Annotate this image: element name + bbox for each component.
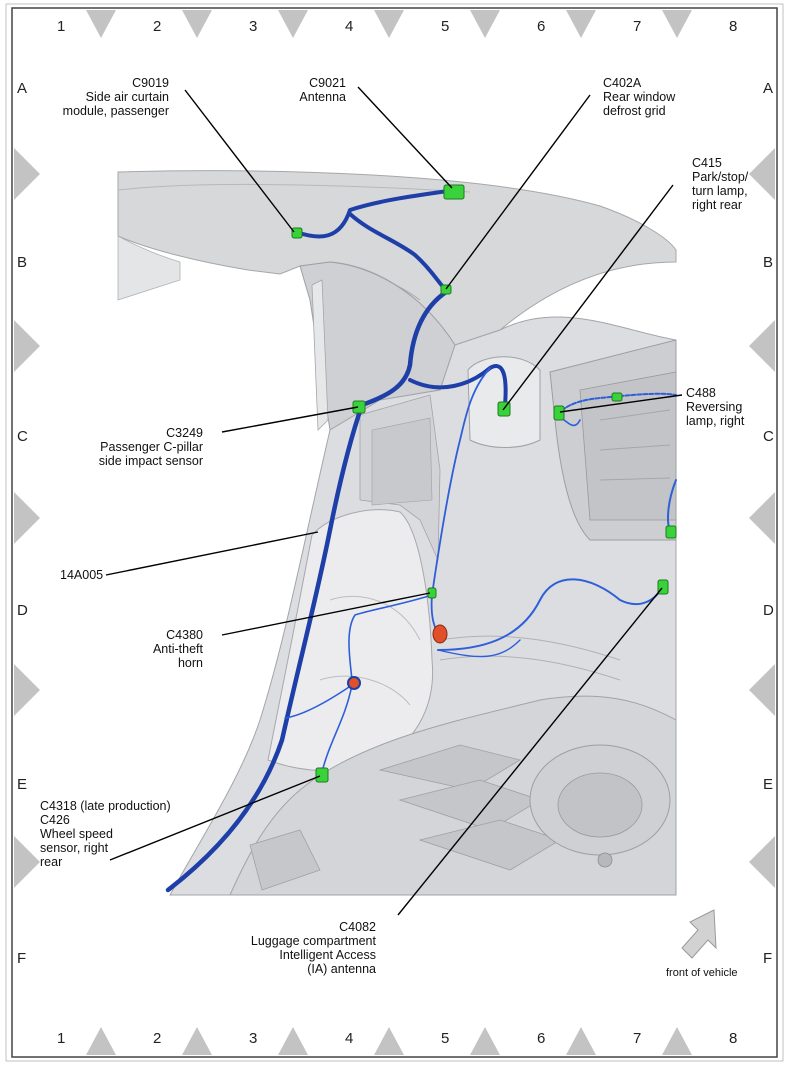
grommet [347,676,361,690]
connector-c488-b [611,392,623,402]
callout-c4082: C4082 Luggage compartment Intelligent Ac… [250,920,376,976]
front-of-vehicle-label: front of vehicle [666,967,738,979]
left-grid-markers [14,148,40,888]
grid-col-bottom-5: 5 [441,1030,450,1047]
callout-c9019: C9019 Side air curtain module, passenger [62,76,169,118]
connector-c4318 [315,767,329,783]
grid-row-left-d: D [17,602,28,619]
grid-row-right-c: C [763,428,774,445]
grid-col-bottom-2: 2 [153,1030,162,1047]
grid-col-bottom-6: 6 [537,1030,546,1047]
front-of-vehicle-arrow-icon [681,909,717,959]
leader-lines [105,86,683,916]
bottom-grid-markers [86,1027,692,1055]
callout-c415: C415 Park/stop/ turn lamp, right rear [692,156,749,212]
grid-row-right-b: B [763,254,774,271]
grid-col-top-4: 4 [345,18,354,35]
grid-row-right-f: F [763,950,773,967]
callout-14a005: 14A005 [60,568,104,582]
grid-col-bottom-8: 8 [729,1030,738,1047]
grid-row-left-b: B [17,254,28,271]
right-grid-markers [749,148,775,888]
grid-col-top-7: 7 [633,18,642,35]
grid-col-top-8: 8 [729,18,738,35]
grid-row-left-f: F [17,950,27,967]
callout-c488: C488 Reversing lamp, right [686,386,745,428]
grid-col-bottom-7: 7 [633,1030,642,1047]
grid-row-right-a: A [763,80,774,97]
grid-col-top-1: 1 [57,18,66,35]
vehicle-body-illustration [117,170,677,896]
grid-row-left-e: E [17,776,28,793]
wiring-harness [165,188,677,893]
callout-c402a: C402A Rear window defrost grid [603,76,676,118]
connector-c402a [440,284,452,295]
grid-row-right-d: D [763,602,774,619]
grid-col-top-5: 5 [441,18,450,35]
connector-rear-edge [665,525,677,539]
grid-col-top-2: 2 [153,18,162,35]
callout-c9021: C9021 Antenna [299,76,346,104]
callout-c3249: C3249 Passenger C-pillar side impact sen… [98,426,203,468]
connector-c488 [553,405,565,421]
grid-row-right-e: E [763,776,774,793]
grid-row-left-a: A [17,80,28,97]
grid-col-bottom-4: 4 [345,1030,354,1047]
grid-col-top-3: 3 [249,18,258,35]
diagram-border [11,7,778,1058]
grid-row-left-c: C [17,428,28,445]
callout-c4380: C4380 Anti-theft horn [152,628,203,670]
connector-c3249 [352,400,366,414]
callout-c4318: C4318 (late production) C426 Wheel speed… [40,799,171,869]
anti-theft-horn [432,624,448,644]
connector-c9021 [443,184,465,200]
grid-col-bottom-3: 3 [249,1030,258,1047]
grid-col-top-6: 6 [537,18,546,35]
connector-c9019 [291,227,303,239]
top-grid-markers [86,10,692,38]
grid-col-bottom-1: 1 [57,1030,66,1047]
